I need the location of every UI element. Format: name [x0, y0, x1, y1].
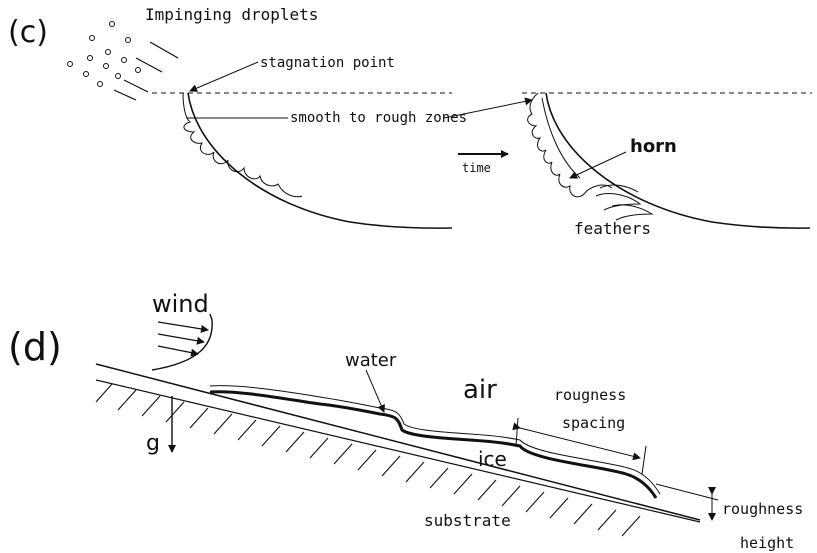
panel-d: (d): [8, 290, 803, 552]
airfoil-left: [187, 92, 453, 229]
droplet-trajectories: [113, 41, 179, 101]
wind-label: wind: [152, 290, 209, 318]
panel-c-tag: (c): [8, 15, 48, 50]
wind-profile: [151, 313, 213, 371]
droplets: [67, 21, 141, 87]
impinging-droplets-label: Impinging droplets: [145, 5, 318, 24]
ice-label: ice: [478, 447, 507, 471]
airfoil-right: [545, 92, 811, 229]
horn-ice: [527, 92, 613, 198]
panel-c: (c) Impinging droplets stagnation point …: [8, 5, 812, 238]
substrate-surface: [95, 363, 701, 521]
ice-layer-left: [182, 92, 303, 198]
water-film: [209, 385, 661, 495]
horn-label: horn: [630, 136, 677, 157]
rougness-label: rougness: [554, 386, 626, 404]
stagnation-point-label: stagnation point: [260, 55, 395, 71]
feathers-shape: [595, 184, 654, 221]
smooth-rough-leader-right: [443, 97, 533, 119]
spacing-tick-right: [641, 445, 647, 475]
substrate-label: substrate: [424, 511, 511, 530]
spacing-tick-left: [515, 417, 519, 447]
panel-d-tag: (d): [8, 325, 62, 369]
air-label: air: [463, 375, 497, 405]
horn-leader: [569, 151, 627, 179]
horn-shape: [541, 97, 581, 179]
feathers-label: feathers: [574, 219, 651, 238]
ice-layer: [209, 390, 658, 499]
substrate-hatching: [95, 383, 641, 537]
water-leader: [365, 369, 385, 413]
height-label: height: [740, 534, 794, 552]
stagnation-point-leader: [189, 61, 259, 92]
roughness-label: roughness: [722, 500, 803, 518]
g-label: g: [146, 431, 160, 456]
smooth-to-rough-label: smooth to rough zones: [290, 110, 467, 126]
air-boundary: [95, 379, 701, 523]
spacing-dimension: [512, 422, 641, 461]
wind-arrows: [157, 321, 209, 357]
time-label: time: [462, 161, 491, 175]
spacing-label: spacing: [562, 414, 625, 432]
water-label: water: [345, 350, 397, 371]
height-ext-top: [655, 483, 719, 501]
